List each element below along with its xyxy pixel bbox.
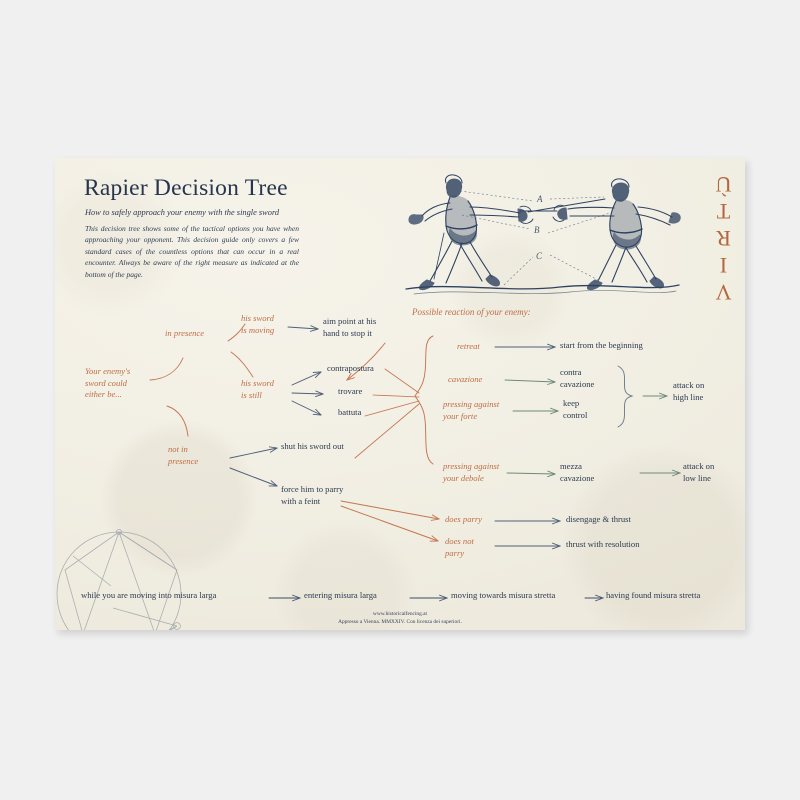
- node-not-in-presence[interactable]: not in presence: [168, 444, 199, 466]
- node-in-presence[interactable]: in presence: [165, 328, 205, 338]
- node-keep-control[interactable]: keep control: [563, 398, 588, 420]
- node-aim-point[interactable]: aim point at his hand to stop it: [323, 316, 377, 338]
- node-does-parry[interactable]: does parry: [445, 514, 482, 524]
- footer-website[interactable]: www.historicalfencing.at: [372, 611, 428, 617]
- node-pressing-forte[interactable]: pressing against your forte: [443, 399, 500, 421]
- measure-scale: while you are moving into misura larga e…: [55, 590, 745, 606]
- virtu-wordmark: VIRTÙ: [711, 170, 736, 305]
- node-battuta[interactable]: battuta: [338, 407, 362, 417]
- node-retreat[interactable]: retreat: [457, 341, 480, 351]
- node-trovare[interactable]: trovare: [338, 386, 363, 396]
- node-sword-moving[interactable]: his sword is moving: [241, 313, 275, 335]
- node-force-parry[interactable]: force him to parry with a feint: [281, 484, 344, 506]
- page-subtitle: How to safely approach your enemy with t…: [85, 208, 280, 217]
- fencer-label-c: C: [536, 251, 543, 261]
- intro-paragraph: This decision tree shows some of the tac…: [85, 224, 299, 279]
- fencer-label-a: A: [536, 194, 543, 204]
- measure-step-1: while you are moving into misura larga: [81, 590, 217, 600]
- node-sword-still[interactable]: his sword is still: [241, 378, 274, 400]
- node-contra-cavazione[interactable]: contra cavazione: [560, 367, 595, 389]
- node-cavazione[interactable]: cavazione: [448, 374, 483, 384]
- node-shut-sword-out[interactable]: shut his sword out: [281, 441, 344, 451]
- node-disengage-thrust[interactable]: disengage & thrust: [566, 514, 631, 524]
- node-does-not-parry[interactable]: does not parry: [445, 536, 474, 558]
- rapier-decision-tree-poster: Rapier Decision Tree How to safely appro…: [55, 158, 745, 630]
- reaction-column-heading: Possible reaction of your enemy:: [412, 307, 531, 317]
- measure-step-3: moving towards misura stretta: [451, 590, 556, 600]
- node-thrust-resolution[interactable]: thrust with resolution: [566, 539, 640, 549]
- measure-step-2: entering misura larga: [304, 590, 377, 600]
- node-mezza-cavazione[interactable]: mezza cavazione: [560, 461, 595, 483]
- node-attack-high[interactable]: attack on high line: [673, 380, 705, 402]
- page-title: Rapier Decision Tree: [84, 175, 288, 201]
- fencers-engraving: A B C: [405, 174, 681, 295]
- node-pressing-debole[interactable]: pressing against your debole: [443, 461, 500, 483]
- node-root[interactable]: Your enemy's sword could either be...: [85, 366, 131, 400]
- node-attack-low[interactable]: attack on low line: [683, 461, 715, 483]
- fencer-label-b: B: [534, 225, 540, 235]
- node-contrapostura[interactable]: contrapostura: [327, 363, 374, 373]
- node-start-over[interactable]: start from the beginning: [560, 340, 643, 350]
- thibault-circle-diagram: [56, 529, 182, 630]
- footer-imprint: Appresso a Vienna. MMXXIV. Con licenza d…: [338, 619, 462, 625]
- measure-step-4: having found misura stretta: [606, 590, 701, 600]
